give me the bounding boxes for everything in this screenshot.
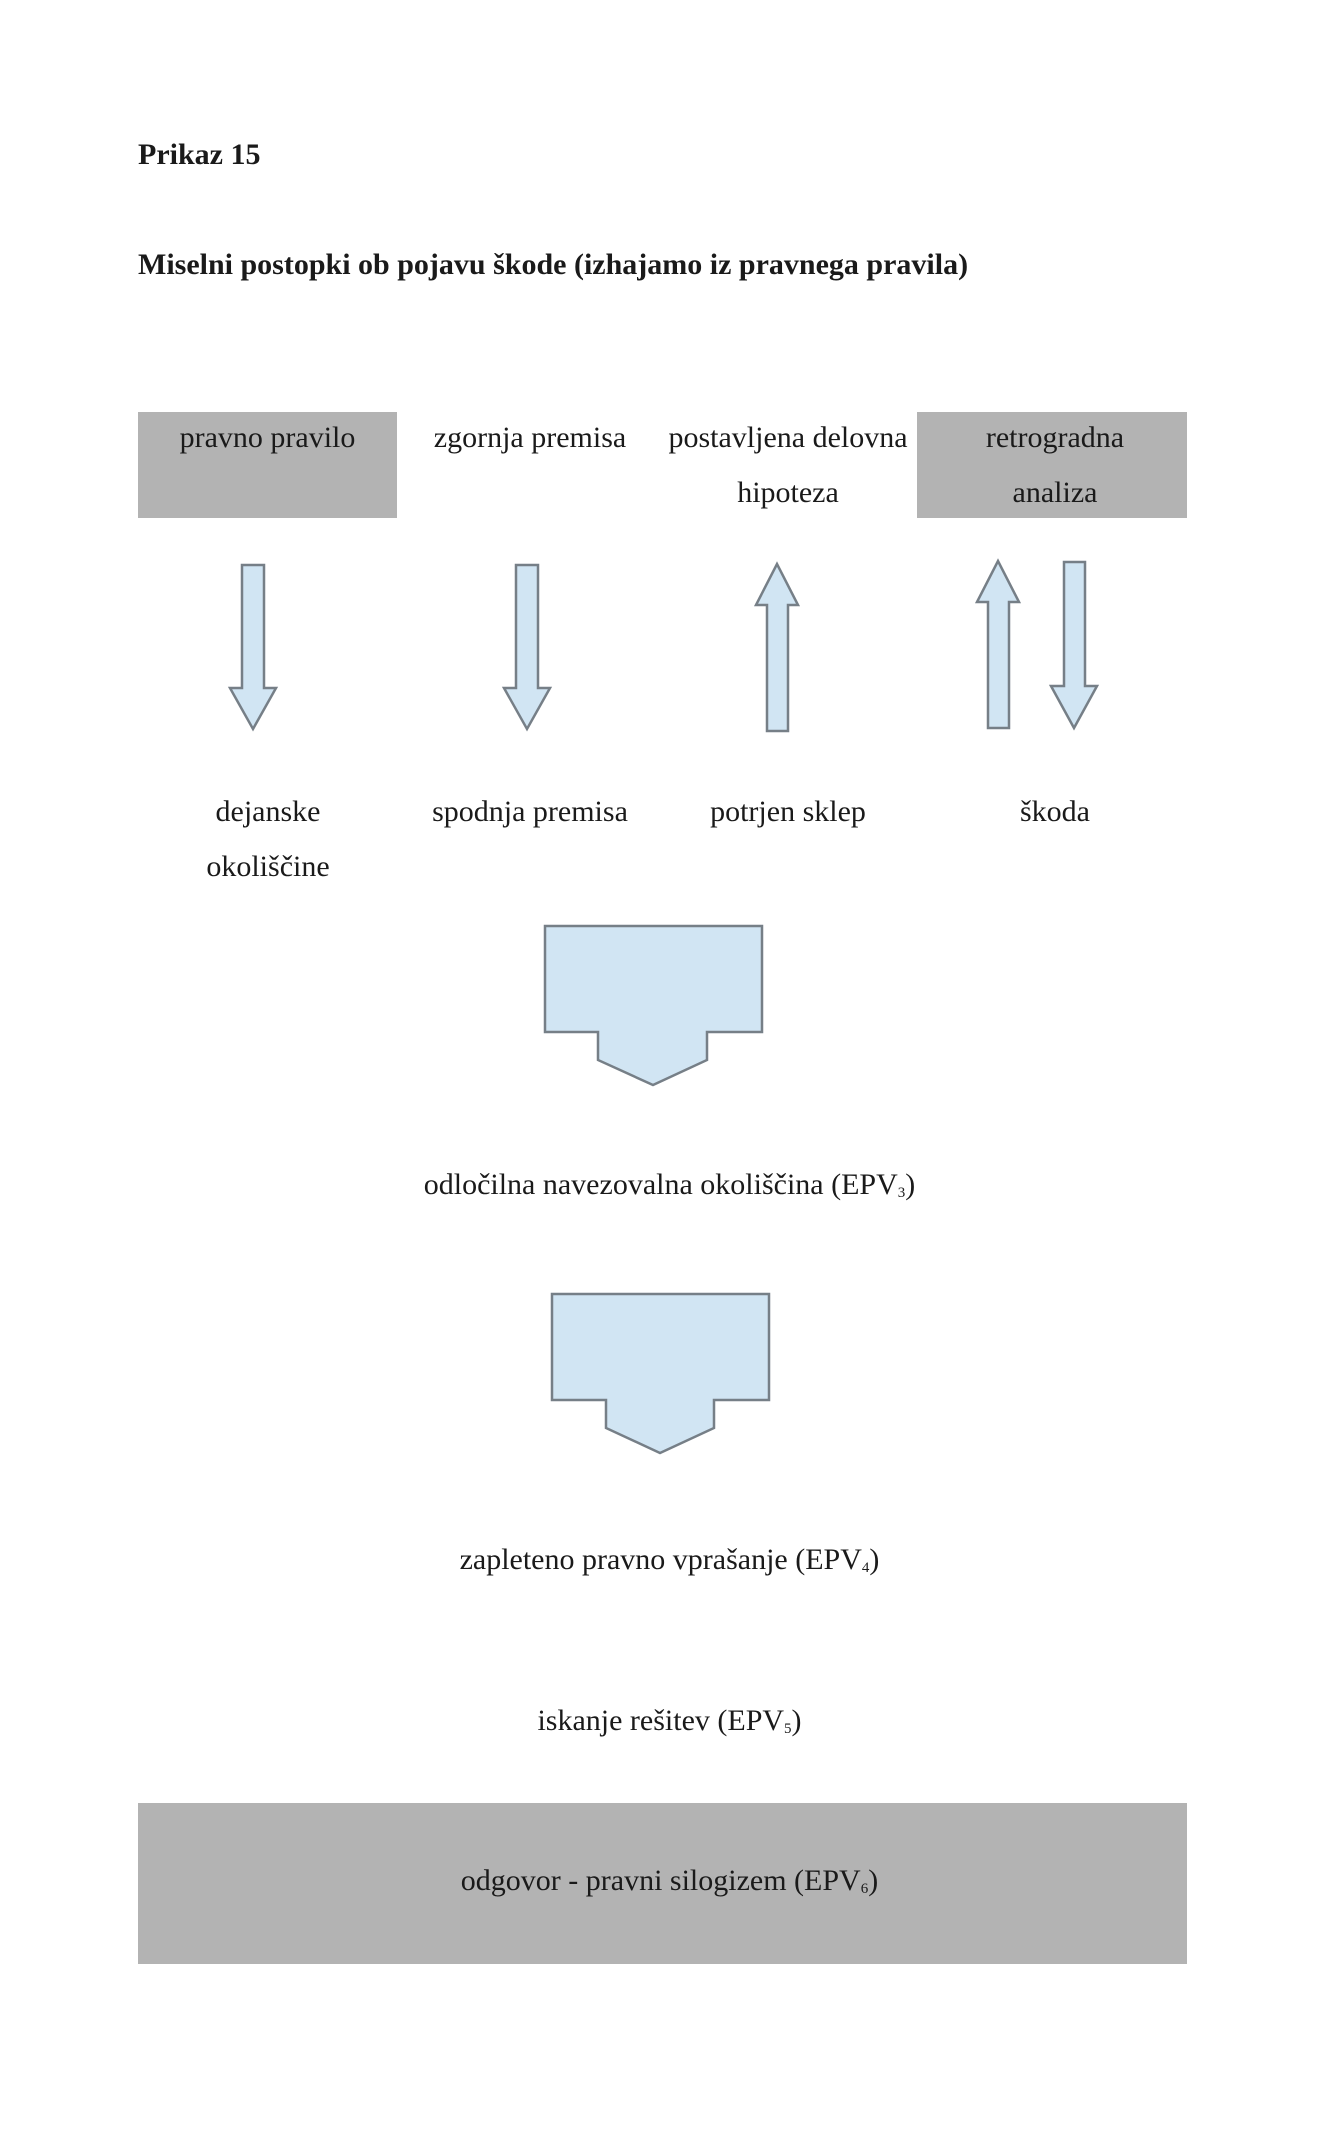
step-epv4-sub: 4 bbox=[861, 1560, 870, 1576]
step-epv3-close: ) bbox=[905, 1168, 916, 1201]
step-epv6-text: odgovor - pravni silogizem (EPV bbox=[460, 1864, 861, 1897]
step-epv3: odločilna navezovalna okoliščina (EPV3) bbox=[0, 1168, 1339, 1202]
step-epv5-text: iskanje rešitev (EPV bbox=[537, 1704, 785, 1737]
figure-title: Miselni postopki ob pojavu škode (izhaja… bbox=[138, 248, 969, 281]
step-epv3-text: odločilna navezovalna okoliščina (EPV bbox=[423, 1168, 898, 1201]
step-epv6-sub: 6 bbox=[860, 1881, 869, 1897]
step-epv5-close: ) bbox=[791, 1704, 802, 1737]
step-epv4: zapleteno pravno vprašanje (EPV4) bbox=[0, 1543, 1339, 1577]
bottom-label-dejanske-okoliscine: dejanske okoliščine bbox=[206, 795, 330, 883]
step-epv3-sub: 3 bbox=[897, 1185, 906, 1201]
step-epv5: iskanje rešitev (EPV5) bbox=[0, 1704, 1339, 1738]
answer-box bbox=[138, 1803, 1187, 1964]
down-arrow-1 bbox=[227, 563, 279, 732]
step-epv6-close: ) bbox=[868, 1864, 879, 1897]
bottom-label-skoda: škoda bbox=[1020, 795, 1090, 828]
down-arrow-2 bbox=[501, 563, 553, 732]
block-arrow-epv3 bbox=[543, 924, 764, 1087]
step-epv6: odgovor - pravni silogizem (EPV6) bbox=[0, 1864, 1339, 1898]
bottom-label-potrjen-sklep: potrjen sklep bbox=[710, 795, 866, 828]
top-label-pravno-pravilo: pravno pravilo bbox=[179, 421, 356, 454]
top-label-retrogradna-analiza: retrogradna analiza bbox=[985, 421, 1125, 509]
step-epv4-text: zapleteno pravno vprašanje (EPV bbox=[459, 1543, 862, 1576]
block-arrow-epv4 bbox=[550, 1292, 771, 1455]
top-label-zgornja-premisa: zgornja premisa bbox=[433, 421, 627, 454]
up-arrow-3 bbox=[753, 561, 801, 733]
step-epv5-sub: 5 bbox=[784, 1721, 792, 1737]
retrogradna-analiza-box bbox=[917, 412, 1187, 518]
top-label-delovna-hipoteza: postavljena delovna hipoteza bbox=[668, 421, 908, 509]
figure-label: Prikaz 15 bbox=[138, 138, 261, 171]
up-arrow-4a bbox=[974, 558, 1022, 730]
pravno-pravilo-box bbox=[138, 412, 397, 518]
bottom-label-spodnja-premisa: spodnja premisa bbox=[432, 795, 628, 828]
step-epv4-close: ) bbox=[869, 1543, 880, 1576]
down-arrow-4b bbox=[1048, 560, 1100, 731]
